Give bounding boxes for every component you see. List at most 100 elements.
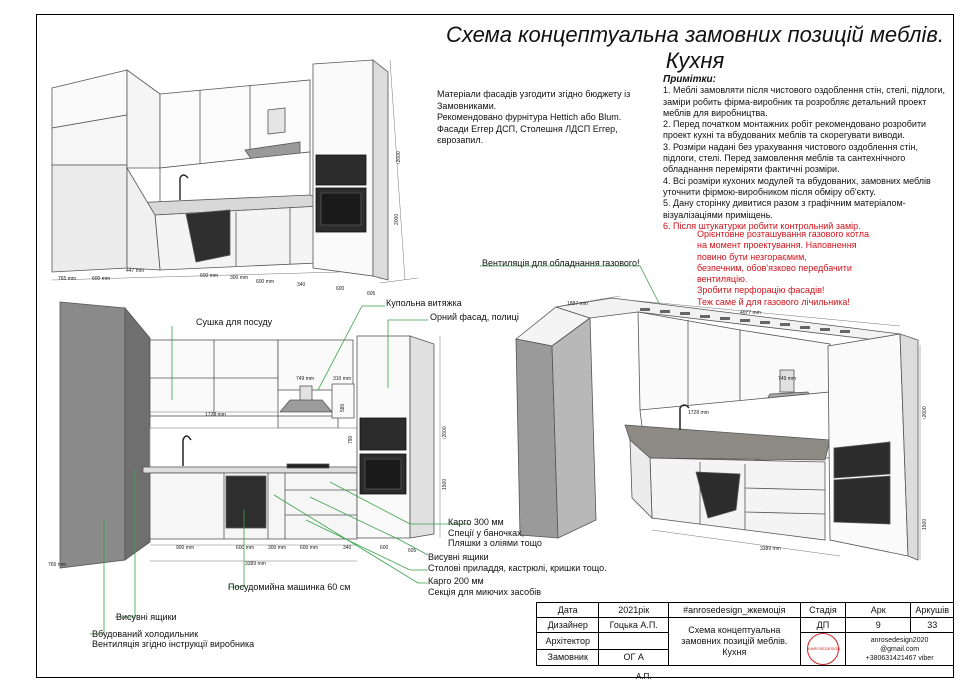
dim-label: 1500 <box>922 519 928 530</box>
front-faucet <box>182 435 192 466</box>
dim-label: 600 mm <box>200 273 218 279</box>
dim-label: 600 mm <box>256 279 274 285</box>
top-microwave <box>315 154 367 186</box>
tb-description: Кухня <box>722 647 747 657</box>
dim-label: 900 mm <box>176 545 194 551</box>
dim-label: 300 mm <box>230 275 248 281</box>
dim-label: 600 <box>380 545 389 551</box>
dim-label: 310 mm <box>333 376 351 382</box>
materials-line: Фасади Еггер ДСП, Столешня ЛДСП Еггер, є… <box>437 123 618 146</box>
label-cargo200: Карго 200 мм <box>428 576 484 586</box>
tb-stage-label: Стадія <box>799 602 847 618</box>
tb-contact: @gmail.com <box>880 645 920 653</box>
persp-fridge <box>515 338 559 539</box>
note-item: 2. Перед початком монтажних робіт рекоме… <box>663 119 927 141</box>
dim-label: 765 mm <box>58 276 76 282</box>
gas-note-line: на момент проектування. Наповнення <box>697 240 857 251</box>
front-microwave <box>359 417 407 451</box>
persp-microwave <box>833 441 891 479</box>
tb-client-value: ОГ А <box>598 648 669 666</box>
front-dishwasher <box>225 475 267 529</box>
label-cargo200-desc: Секція для миючих засобів <box>428 587 542 597</box>
dim-label: 1728 mm <box>205 412 226 418</box>
dim-label: 580 <box>340 403 346 412</box>
tb-contact: +380631421467 viber <box>865 654 934 662</box>
tb-architect-label: Архітектор <box>535 632 600 650</box>
note-item: 1. Меблі замовляти після чистового оздоб… <box>663 85 945 118</box>
label-dome-hood: Купольна витяжка <box>386 298 462 308</box>
tb-sheets-label: Аркушів <box>910 602 954 618</box>
dim-label: 340 <box>343 545 352 551</box>
dim-label: 3389 mm <box>760 546 781 552</box>
dim-label: 600 mm <box>92 276 110 282</box>
dim-label: 765 mm <box>48 562 66 568</box>
top-corner-upper <box>126 69 161 169</box>
persp-vent-slots <box>640 308 850 333</box>
sheet-title: Схема концептуальна замовних позицій меб… <box>446 22 944 73</box>
tb-designer-value: Гоцька А.П. <box>598 617 669 633</box>
label-cargo300-desc: Спеції у баночках, <box>448 528 525 538</box>
gas-note-line: повино бути незгораємим, <box>697 251 807 262</box>
tb-bottom: А.П. <box>636 672 652 681</box>
label-dish-dryer: Сушка для посуду <box>196 317 273 327</box>
gas-note-line: Зробити перфорацію фасадів! <box>697 285 825 296</box>
label-drawers-desc: Столові приладдя, кастрюлі, кришки тощо. <box>428 563 607 573</box>
tb-sheets-value: 33 <box>910 617 954 633</box>
gas-note-line: вентиляцію. <box>697 274 748 285</box>
note-item: 4. Всі розміри кухоних модулей та вбудов… <box>663 175 931 197</box>
dim-label: 790 <box>348 435 354 444</box>
tb-designer-label: Дизайнер <box>535 617 600 633</box>
gas-note-line: безпечним, обов'язково передбачити <box>697 262 852 273</box>
logo-text: ANROSEDESIGN <box>807 646 841 651</box>
gas-note-line: Теж саме й для газового лічильника! <box>697 296 850 307</box>
persp-countertop <box>624 424 831 461</box>
persp-upper-cabinets <box>637 311 741 411</box>
dim-label: 1728 mm <box>688 410 709 416</box>
dim-label: ↑2600 <box>396 151 402 165</box>
dim-label: 605 <box>367 291 376 297</box>
tb-client-label: Замовник <box>535 648 600 666</box>
tb-description: замовних позицій меблів. <box>681 636 788 646</box>
top-faucet <box>179 174 189 200</box>
top-hood-chimney <box>267 107 286 135</box>
tb-contact: anrosedesign2020 <box>870 636 929 644</box>
tb-date-label: Дата <box>535 602 600 618</box>
tb-stage-value: ДП <box>799 617 847 633</box>
tb-hashtag: #anrosedesign_жкемоція <box>667 602 801 618</box>
dim-label: 2000 <box>394 214 400 225</box>
dim-label: ↑2600 <box>922 406 928 420</box>
dim-label: 1887 mm <box>567 301 588 307</box>
dim-label: 447 mm <box>126 268 144 274</box>
tb-sheet-label: Арк <box>845 602 912 618</box>
gas-note-line: Орієнтовне розташування газового котла <box>697 229 869 239</box>
notes-block: Примітки: 1. Меблі замовляти після чисто… <box>663 74 951 232</box>
tb-architect-value <box>598 632 669 650</box>
dim-label: 300 mm <box>268 545 286 551</box>
top-left-tall-cabinet <box>51 164 128 273</box>
logo: ANROSEDESIGN <box>806 633 841 665</box>
dim-label: 605 <box>408 548 417 554</box>
dim-label: 749 mm <box>778 376 796 382</box>
label-cargo300-desc: Пляшки з оліями тощо <box>448 538 542 548</box>
top-base-cabinets <box>154 204 341 271</box>
dim-label: 600 <box>336 286 345 292</box>
materials-line: Рекомендовано фурнітура Hettich або Blum… <box>437 112 622 122</box>
label-fridge-ventilation: Вентиляція згідно інструкції виробника <box>92 639 255 649</box>
label-dishwasher: Посудомийна машинка 60 см <box>228 582 351 592</box>
label-gas-ventilation: Вентиляція для обладнання газового! <box>482 258 640 268</box>
dim-label: ↑2600 <box>442 426 448 440</box>
front-dimensions: 765 mm 900 mm 600 mm 300 mm 600 mm 340 6… <box>48 376 448 568</box>
persp-dimensions: 1887 mm 4077 mm 749 mm 1728 mm 3389 mm ↑… <box>567 301 928 552</box>
note-warning: 6. Після штукатурки робити контрольний з… <box>663 220 861 231</box>
top-kitchen-view <box>51 59 419 284</box>
front-hood <box>279 399 333 413</box>
top-dishwasher <box>185 209 231 263</box>
label-left-drawers: Висувні ящики <box>116 612 177 622</box>
front-hob <box>286 463 330 469</box>
dim-label: 1500 <box>442 479 448 490</box>
label-fridge: Вбудований холодильник <box>92 629 199 639</box>
notes-heading: Примітки: <box>663 74 716 85</box>
front-kitchen-view <box>59 301 441 569</box>
